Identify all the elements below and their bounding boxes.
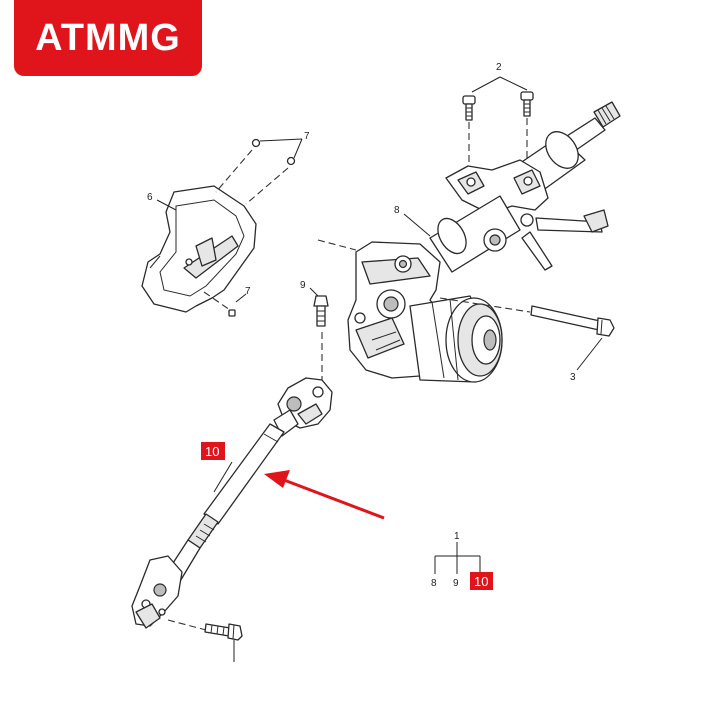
callout-7-top-leader	[259, 138, 303, 159]
callout-7-bottom: 7	[245, 286, 251, 297]
callout-2: 2	[496, 62, 502, 73]
callout-9: 9	[300, 280, 306, 291]
steering-column-assembly	[347, 101, 621, 383]
callout-7-top: 7	[304, 131, 310, 142]
screw-7-top-a	[251, 138, 261, 148]
callout-10-leader	[213, 461, 233, 493]
bolt-2-left	[462, 95, 476, 121]
callout-6-leader	[156, 199, 177, 211]
bolt-2-right	[520, 91, 534, 117]
tree-item-9: 9	[453, 578, 459, 589]
bolt-9	[313, 295, 329, 327]
callout-10-highlight: 10	[205, 444, 219, 459]
assembly-tree	[434, 542, 481, 574]
callout-2-leader	[471, 76, 528, 93]
pinch-bolt-3	[530, 305, 615, 337]
red-pointer-arrow	[264, 470, 385, 520]
tree-item-8: 8	[431, 578, 437, 589]
tree-item-10-box	[470, 572, 493, 590]
callout-8: 8	[394, 205, 400, 216]
intermediate-shaft-10	[131, 377, 333, 629]
callout-9-leader	[309, 287, 319, 297]
callout-3-leader	[576, 337, 603, 371]
lower-pinch-bolt	[204, 623, 243, 641]
tree-item-10: 10	[474, 574, 488, 589]
callout-3: 3	[570, 372, 576, 383]
column-cover-6	[141, 185, 257, 313]
callout-1: 1	[454, 531, 460, 542]
callout-7-bottom-leader	[235, 293, 247, 303]
screw-7-bottom	[228, 309, 236, 317]
atmmg-logo: ATMMG	[14, 0, 202, 76]
callout-10-highlight-box	[201, 442, 225, 460]
callout-6: 6	[147, 192, 153, 203]
screw-7-top-b	[286, 156, 296, 166]
callout-8-leader	[403, 213, 431, 237]
